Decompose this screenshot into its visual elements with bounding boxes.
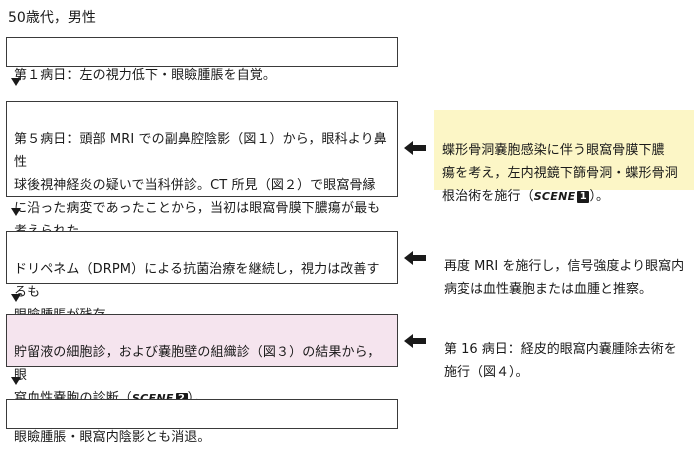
flow-step-day1-text: 第１病日：左の視力低下・眼瞼腫脹を自覚。 xyxy=(14,68,277,83)
left-arrow-icon xyxy=(404,141,426,155)
flow-step-day1: 第１病日：左の視力低下・眼瞼腫脹を自覚。 xyxy=(6,37,398,83)
side-note-surgery-text: 蝶形骨洞嚢胞感染に伴う眼窩骨膜下膿 瘍を考え，左内視鏡下篩骨洞・蝶形骨洞 根治術… xyxy=(442,143,678,204)
down-arrow-icon xyxy=(11,78,21,86)
case-header: 50歳代，男性 xyxy=(8,10,96,26)
side-note-mri-text: 再度 MRI を施行し，信号強度より眼窩内 病変は血性嚢胞または血腫と推察。 xyxy=(444,259,685,297)
left-arrow-icon xyxy=(404,334,426,348)
side-note-day16-text: 第 16 病日：経皮的眼窩内嚢腫除去術を 施行（図４）。 xyxy=(444,342,677,380)
flow-step-diagnosis: 貯留液の細胞診，および嚢胞壁の組織診（図３）の結果から，眼 窩血性嚢胞の診断（S… xyxy=(6,314,398,406)
side-note-day16: 第 16 病日：経皮的眼窩内嚢腫除去術を 施行（図４）。 xyxy=(440,312,696,380)
side-note-surgery: 蝶形骨洞嚢胞感染に伴う眼窩骨膜下膿 瘍を考え，左内視鏡下篩骨洞・蝶形骨洞 根治術… xyxy=(434,110,694,204)
down-arrow-icon xyxy=(11,377,21,385)
scene-number-icon: 1 xyxy=(577,191,590,203)
flow-step-antibiotic: ドリペネム（DRPM）による抗菌治療を継続し，視力は改善するも 眼瞼腫脹が残存。 xyxy=(6,231,398,323)
flow-step-day5: 第５病日：頭部 MRI での副鼻腔陰影（図１）から，眼科より鼻性 球後視神経炎の… xyxy=(6,101,398,239)
flow-step-resolution-text: 眼瞼腫脹・眼窩内陰影とも消退。 xyxy=(14,430,211,445)
down-arrow-icon xyxy=(11,294,21,302)
left-arrow-icon xyxy=(404,251,426,265)
down-arrow-icon xyxy=(11,208,21,216)
flow-step-resolution: 眼瞼腫脹・眼窩内陰影とも消退。 xyxy=(6,399,398,445)
flow-step-day5-text: 第５病日：頭部 MRI での副鼻腔陰影（図１）から，眼科より鼻性 球後視神経炎の… xyxy=(14,132,387,239)
side-note-mri: 再度 MRI を施行し，信号強度より眼窩内 病変は血性嚢胞または血腫と推察。 xyxy=(440,229,696,297)
